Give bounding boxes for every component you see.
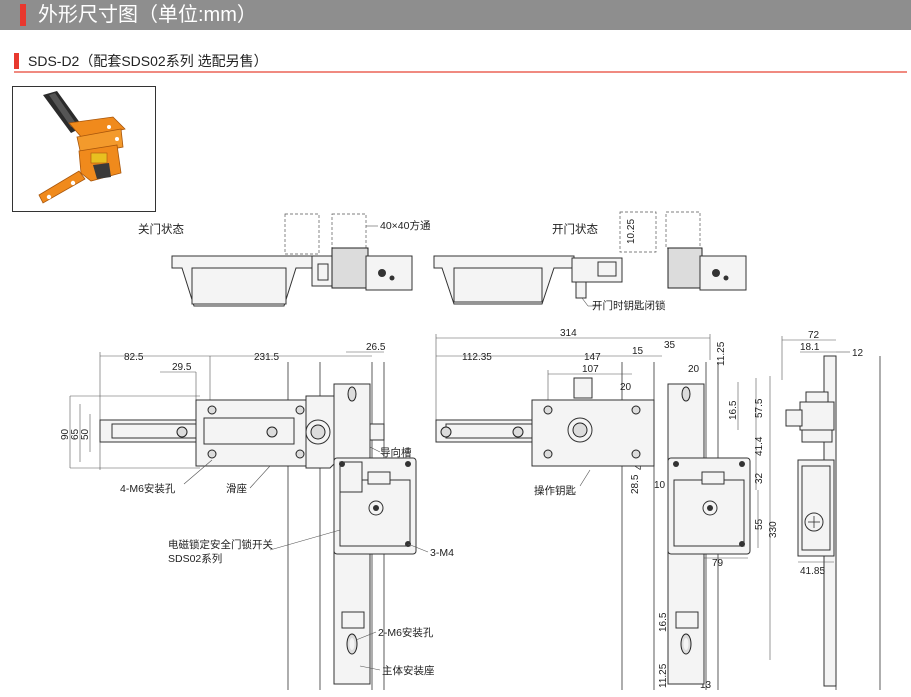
section-accent-bar xyxy=(14,53,19,69)
page-header: 外形尺寸图（单位:mm） xyxy=(0,0,911,30)
product-photo-illustration xyxy=(38,91,126,204)
main-mount-seat-label: 主体安装座 xyxy=(382,664,435,677)
dim-10: 10 xyxy=(654,480,666,491)
side-view-right: 72 18.1 12 41.85 xyxy=(781,330,881,690)
dim-11-25-top: 11.25 xyxy=(716,341,727,366)
dim-330: 330 xyxy=(768,521,779,538)
dim-20-side: 20 xyxy=(620,382,632,393)
dim-12: 12 xyxy=(852,348,864,359)
square-tube-outline-2 xyxy=(331,213,367,249)
open-state-view: 开门状态 10.25 开门时钥匙闭锁 xyxy=(433,211,747,312)
front-view-middle: 314 112.35 147 15 35 107 11.25 20 20 16.… xyxy=(435,328,779,691)
dim-11-25-bottom: 11.25 xyxy=(658,663,669,688)
dim-15: 15 xyxy=(632,346,644,357)
section-underline xyxy=(14,71,907,73)
dim-314: 314 xyxy=(560,328,577,339)
dim-79: 79 xyxy=(712,558,724,569)
switch-label-line1: 电磁锁定安全门锁开关 xyxy=(168,538,273,551)
dim-82-5: 82.5 xyxy=(124,352,144,363)
dim-10-25: 10.25 xyxy=(626,219,637,244)
product-photo xyxy=(12,86,156,212)
section-title: SDS-D2（配套SDS02系列 选配另售） xyxy=(28,53,268,69)
front-view-left: 82.5 231.5 26.5 29.5 90 65 50 xyxy=(60,342,454,690)
dim-55: 55 xyxy=(754,518,765,530)
section-header: SDS-D2（配套SDS02系列 选配另售） xyxy=(14,50,907,73)
key-lock-label: 开门时钥匙闭锁 xyxy=(592,299,666,312)
square-tube-label: 40×40方通 xyxy=(380,219,431,232)
dim-20-top: 20 xyxy=(688,364,700,375)
header-accent-bar xyxy=(20,4,26,26)
square-tube-outline xyxy=(284,213,320,255)
dim-72: 72 xyxy=(808,330,820,341)
dim-107: 107 xyxy=(582,364,599,375)
dim-57-5: 57.5 xyxy=(754,398,765,418)
dim-32: 32 xyxy=(754,472,765,484)
dim-29-5: 29.5 xyxy=(172,362,192,373)
square-tube-outline-open xyxy=(619,211,657,253)
dim-16-5-bottom: 16.5 xyxy=(658,612,669,632)
slide-seat-label: 滑座 xyxy=(226,482,247,495)
dim-112-35: 112.35 xyxy=(462,352,492,363)
holes-4m6-label: 4-M6安装孔 xyxy=(120,482,176,495)
holes-2m6-label: 2-M6安装孔 xyxy=(378,626,434,639)
operation-key-label: 操作钥匙 xyxy=(534,484,576,497)
closed-state-label: 关门状态 xyxy=(138,222,184,236)
dim-16-5-top: 16.5 xyxy=(728,400,739,420)
dim-231-5: 231.5 xyxy=(254,352,279,363)
dim-90: 90 xyxy=(60,428,71,440)
dim-13: 13 xyxy=(700,680,712,691)
switch-label-line2: SDS02系列 xyxy=(168,552,222,565)
page-title: 外形尺寸图（单位:mm） xyxy=(38,4,257,26)
dim-35: 35 xyxy=(664,340,676,351)
dim-28-5: 28.5 xyxy=(630,474,641,494)
guide-slot-label: 导向槽 xyxy=(380,446,412,459)
dim-41-4: 41.4 xyxy=(754,436,765,456)
dim-18-1: 18.1 xyxy=(800,342,820,353)
dim-41-85: 41.85 xyxy=(800,566,825,577)
dim-26-5: 26.5 xyxy=(366,342,386,353)
open-state-label: 开门状态 xyxy=(552,222,598,236)
m4-label: 3-M4 xyxy=(430,547,454,559)
closed-state-view: 关门状态 40×40方通 xyxy=(138,213,431,307)
dim-147: 147 xyxy=(584,352,601,363)
dim-65: 65 xyxy=(70,428,81,440)
dim-50: 50 xyxy=(80,428,91,440)
